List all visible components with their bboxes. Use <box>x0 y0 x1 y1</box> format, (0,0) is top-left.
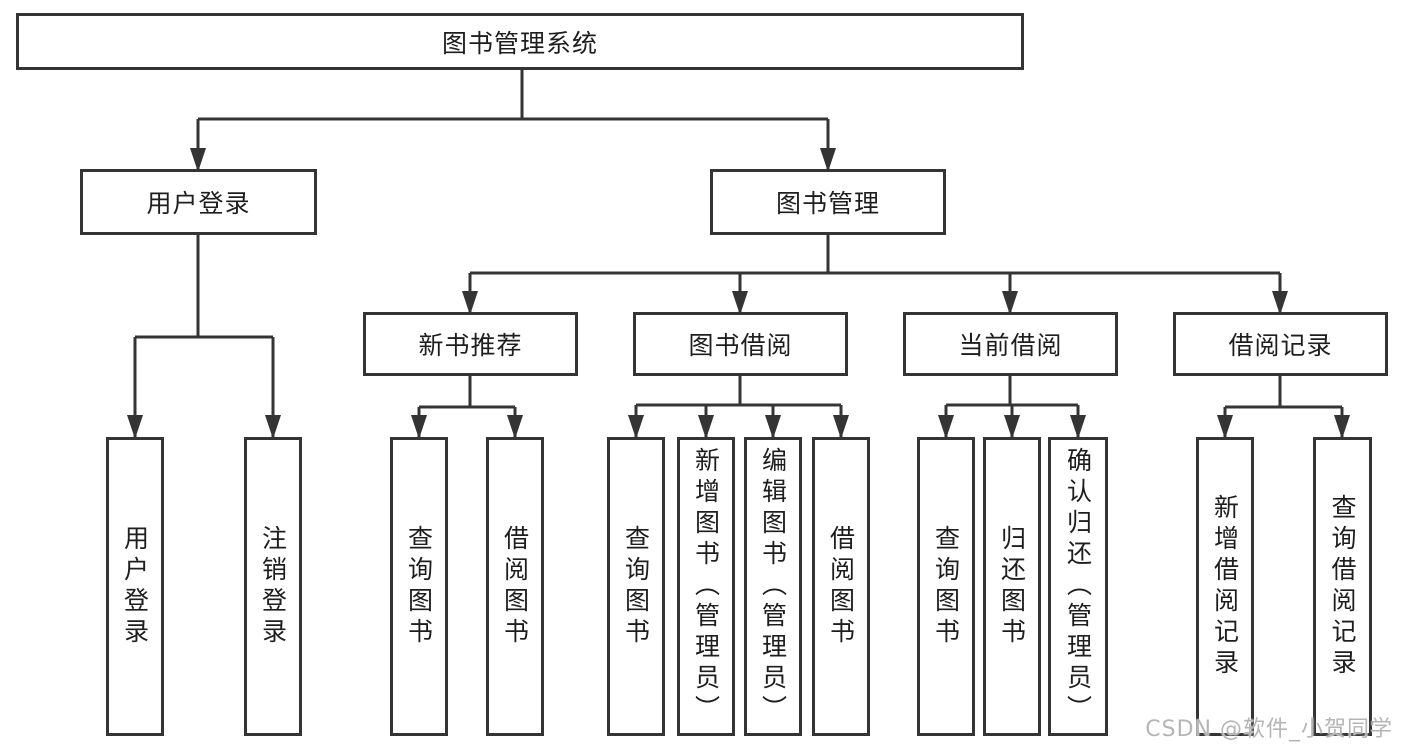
leaf-current-return-books: 归还图书 <box>983 437 1041 736</box>
leaf-current-confirm-return-admin: 确认归还（管理员） <box>1048 437 1108 736</box>
leaf-user-login: 用户登录 <box>106 437 164 736</box>
node-user-login-label: 用户登录 <box>146 189 251 218</box>
leaf-borrow-borrow-books-label: 借阅图书 <box>826 524 856 649</box>
node-current-borrow-label: 当前借阅 <box>958 331 1063 360</box>
node-new-book-recommend-label: 新书推荐 <box>418 331 523 360</box>
leaf-newbook-query-books-label: 查询图书 <box>404 524 434 649</box>
node-root-system: 图书管理系统 <box>16 13 1024 70</box>
leaf-newbook-query-books: 查询图书 <box>390 437 448 736</box>
leaf-records-add-record: 新增借阅记录 <box>1196 437 1254 736</box>
node-book-borrow-label: 图书借阅 <box>688 331 793 360</box>
leaf-newbook-borrow-books: 借阅图书 <box>486 437 544 736</box>
leaf-user-login-label: 用户登录 <box>120 524 150 649</box>
leaf-current-confirm-return-admin-label: 确认归还（管理员） <box>1063 447 1093 726</box>
leaf-logout-label: 注销登录 <box>258 524 288 649</box>
node-borrow-records: 借阅记录 <box>1173 312 1388 376</box>
leaf-records-query-record: 查询借阅记录 <box>1313 437 1372 736</box>
leaf-borrow-add-books-admin-label: 新增图书（管理员） <box>691 447 721 726</box>
leaf-borrow-edit-books-admin: 编辑图书（管理员） <box>744 437 802 736</box>
leaf-current-query-books-label: 查询图书 <box>931 524 961 649</box>
leaf-newbook-borrow-books-label: 借阅图书 <box>500 524 530 649</box>
leaf-borrow-query-books: 查询图书 <box>607 437 665 736</box>
leaf-borrow-edit-books-admin-label: 编辑图书（管理员） <box>758 447 788 726</box>
node-book-borrow: 图书借阅 <box>633 312 848 376</box>
csdn-watermark: CSDN @软件_小贺同学 <box>1145 717 1393 742</box>
leaf-borrow-add-books-admin: 新增图书（管理员） <box>677 437 735 736</box>
leaf-records-query-record-label: 查询借阅记录 <box>1328 493 1357 680</box>
leaf-borrow-query-books-label: 查询图书 <box>621 524 651 649</box>
leaf-records-add-record-label: 新增借阅记录 <box>1210 493 1240 680</box>
node-book-management-label: 图书管理 <box>775 189 880 218</box>
node-user-login: 用户登录 <box>80 169 317 235</box>
node-book-management: 图书管理 <box>710 169 946 235</box>
node-root-system-label: 图书管理系统 <box>441 28 598 58</box>
leaf-current-return-books-label: 归还图书 <box>997 524 1027 649</box>
leaf-logout: 注销登录 <box>244 437 302 736</box>
leaf-current-query-books: 查询图书 <box>917 437 975 736</box>
leaf-borrow-borrow-books: 借阅图书 <box>812 437 870 736</box>
node-new-book-recommend: 新书推荐 <box>363 312 578 376</box>
node-borrow-records-label: 借阅记录 <box>1228 331 1333 360</box>
node-current-borrow: 当前借阅 <box>903 312 1118 376</box>
